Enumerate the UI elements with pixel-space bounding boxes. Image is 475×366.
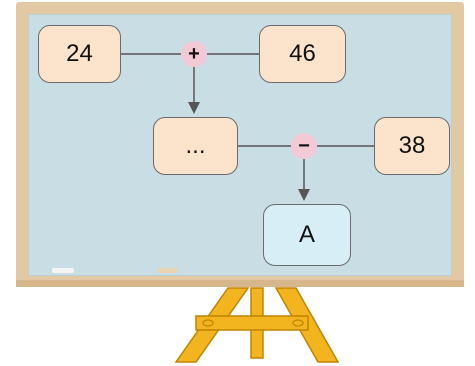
value-box-24: 24 [38, 25, 121, 83]
intermediate-sum-box: ... [153, 117, 238, 175]
plus-operator: + [181, 41, 207, 67]
easel-bolt-right [292, 319, 304, 327]
value-46-text: 46 [289, 40, 316, 67]
result-a-text: A [298, 221, 315, 248]
chalk-piece-tan [158, 268, 178, 273]
easel-crossbar [195, 315, 309, 331]
result-box-a: A [263, 204, 351, 266]
minus-symbol: − [298, 134, 310, 157]
chalk-piece-white [52, 268, 74, 273]
value-38-text: 38 [398, 132, 426, 159]
value-box-46: 46 [259, 25, 346, 83]
intermediate-sum-text: ... [185, 132, 206, 159]
value-box-38: 38 [374, 117, 450, 175]
easel-bolt-left [202, 319, 214, 327]
easel [174, 287, 340, 363]
chalk-tray [16, 280, 464, 287]
plus-symbol: + [188, 42, 200, 65]
minus-operator: − [291, 133, 317, 159]
value-24-text: 24 [66, 40, 93, 67]
